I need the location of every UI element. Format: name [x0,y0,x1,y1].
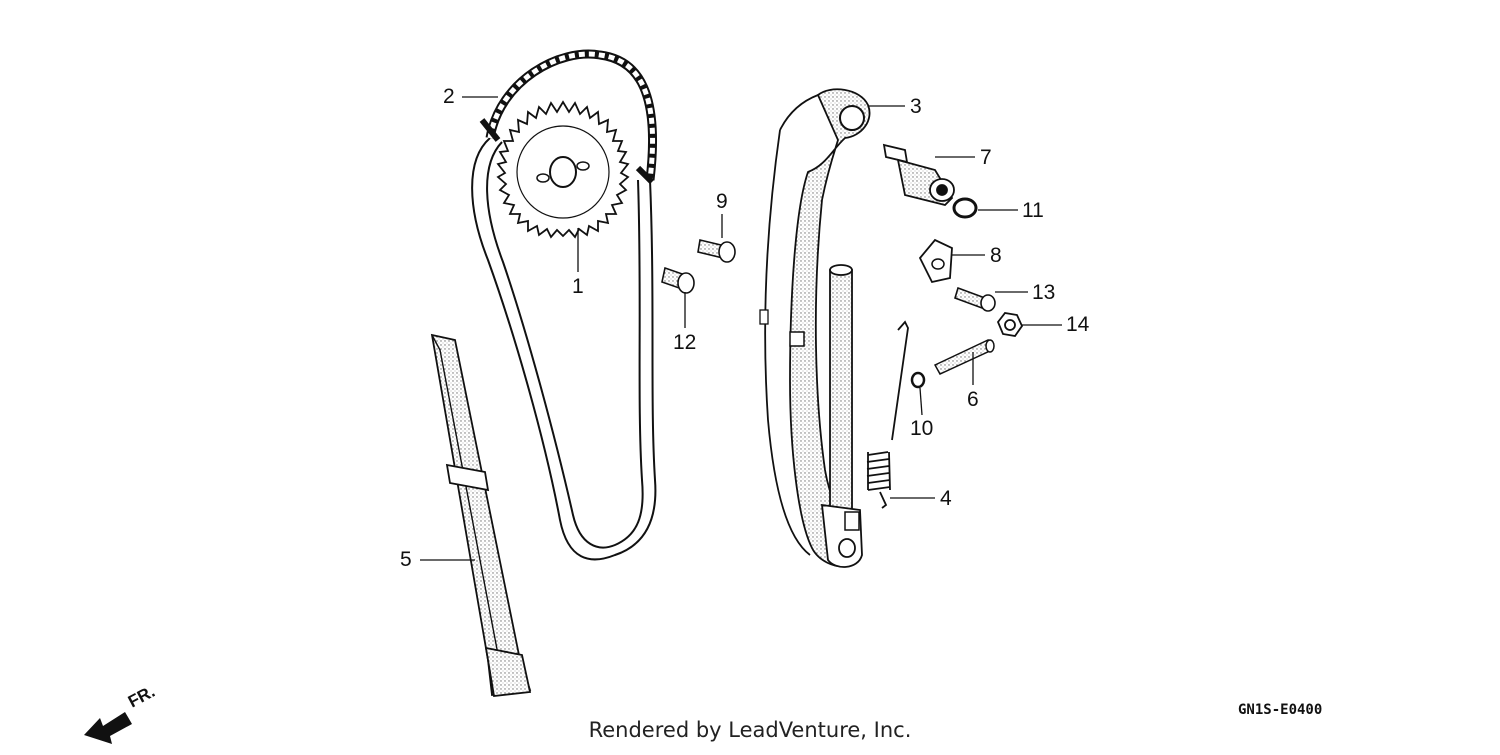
o-ring[interactable] [952,197,978,219]
callout-4[interactable]: 4 [940,487,952,510]
callout-11[interactable]: 11 [1022,199,1044,222]
callout-13[interactable]: 13 [1032,281,1056,304]
tensioner-arm[interactable] [759,88,871,568]
callout-1[interactable]: 1 [572,275,584,298]
callout-3[interactable]: 3 [910,95,922,118]
callout-9[interactable]: 9 [716,190,728,213]
tensioner-shaft[interactable] [820,264,863,568]
callout-6[interactable]: 6 [967,388,979,411]
adjusting-bolt[interactable] [933,338,995,375]
callout-10[interactable]: 10 [910,417,934,440]
callout-7[interactable]: 7 [980,146,992,169]
bolt-9[interactable] [697,239,736,263]
cam-chain[interactable] [471,49,658,561]
callout-2[interactable]: 2 [443,85,455,108]
bolt-13[interactable] [954,286,996,312]
nut[interactable] [996,312,1024,337]
tensioner-plunger[interactable] [882,143,955,206]
bolt-12[interactable] [661,266,695,294]
chain-guide[interactable] [430,333,532,697]
callout-5[interactable]: 5 [400,548,412,571]
front-arrow-icon [84,712,132,744]
washer-10[interactable] [910,371,926,389]
cam-sprocket[interactable] [496,100,630,239]
callout-12[interactable]: 12 [673,331,697,354]
stopper-plate[interactable] [918,238,953,284]
render-credit: Rendered by LeadVenture, Inc. [588,718,912,742]
leader-lines [420,96,1062,561]
callout-8[interactable]: 8 [990,244,1002,267]
tensioner-spring[interactable] [866,320,909,509]
callout-14[interactable]: 14 [1066,313,1090,336]
diagram-code: GN1S-E0400 [1238,702,1323,718]
